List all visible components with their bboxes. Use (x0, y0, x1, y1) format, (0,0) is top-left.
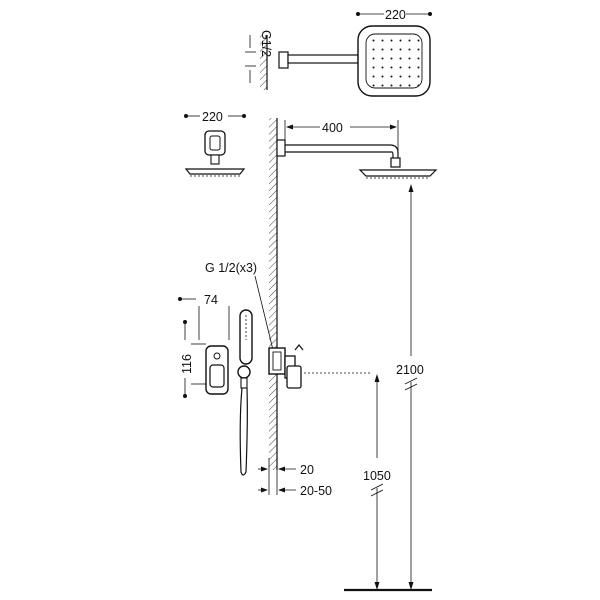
concealed-valve-body (268, 347, 286, 375)
left-head-side-view (184, 130, 246, 177)
height-total-label: 2100 (396, 363, 424, 377)
thread-top-label: G1/2 (259, 30, 273, 57)
wall-depth-range-label: 20-50 (300, 484, 332, 498)
arm-length-dimension: 400 (284, 120, 399, 158)
main-shower-head (358, 169, 438, 179)
height-valve-dimension: 1050 (363, 374, 391, 590)
valve-width-dimension: 74 (178, 293, 230, 340)
top-detail-arm (278, 51, 359, 69)
main-wall (269, 118, 278, 470)
valve-width-label: 74 (204, 293, 218, 307)
wall-depth-range-dimension: 20-50 (258, 484, 332, 498)
top-shower-head-square (357, 25, 431, 97)
top-detail-wall (260, 35, 268, 90)
wall-depth-label: 20 (300, 463, 314, 477)
thread-inlets-label: G 1/2(x3) (205, 261, 257, 275)
shower-arm (276, 139, 401, 168)
hand-shower-hose (239, 387, 248, 476)
height-valve-label: 1050 (363, 469, 391, 483)
valve-front-plate (205, 345, 229, 395)
wall-depth-dimension: 20 (258, 458, 314, 495)
valve-height-label: 116 (180, 354, 194, 374)
top-head-width-dimension: 220 (356, 8, 432, 22)
head-width-left-label: 220 (202, 110, 223, 124)
hand-shower (237, 309, 253, 389)
height-total-dimension: 2100 (396, 184, 424, 590)
mixer-handle-side (284, 344, 304, 389)
thread-inlets-callout: G 1/2(x3) (205, 261, 274, 351)
valve-height-dimension: 116 (180, 320, 206, 398)
arm-length-label: 400 (322, 121, 343, 135)
left-head-width-dimension: 220 (184, 110, 246, 124)
top-detail-thread-dimension: G1/2 (245, 30, 273, 83)
head-width-top-label: 220 (385, 8, 406, 22)
